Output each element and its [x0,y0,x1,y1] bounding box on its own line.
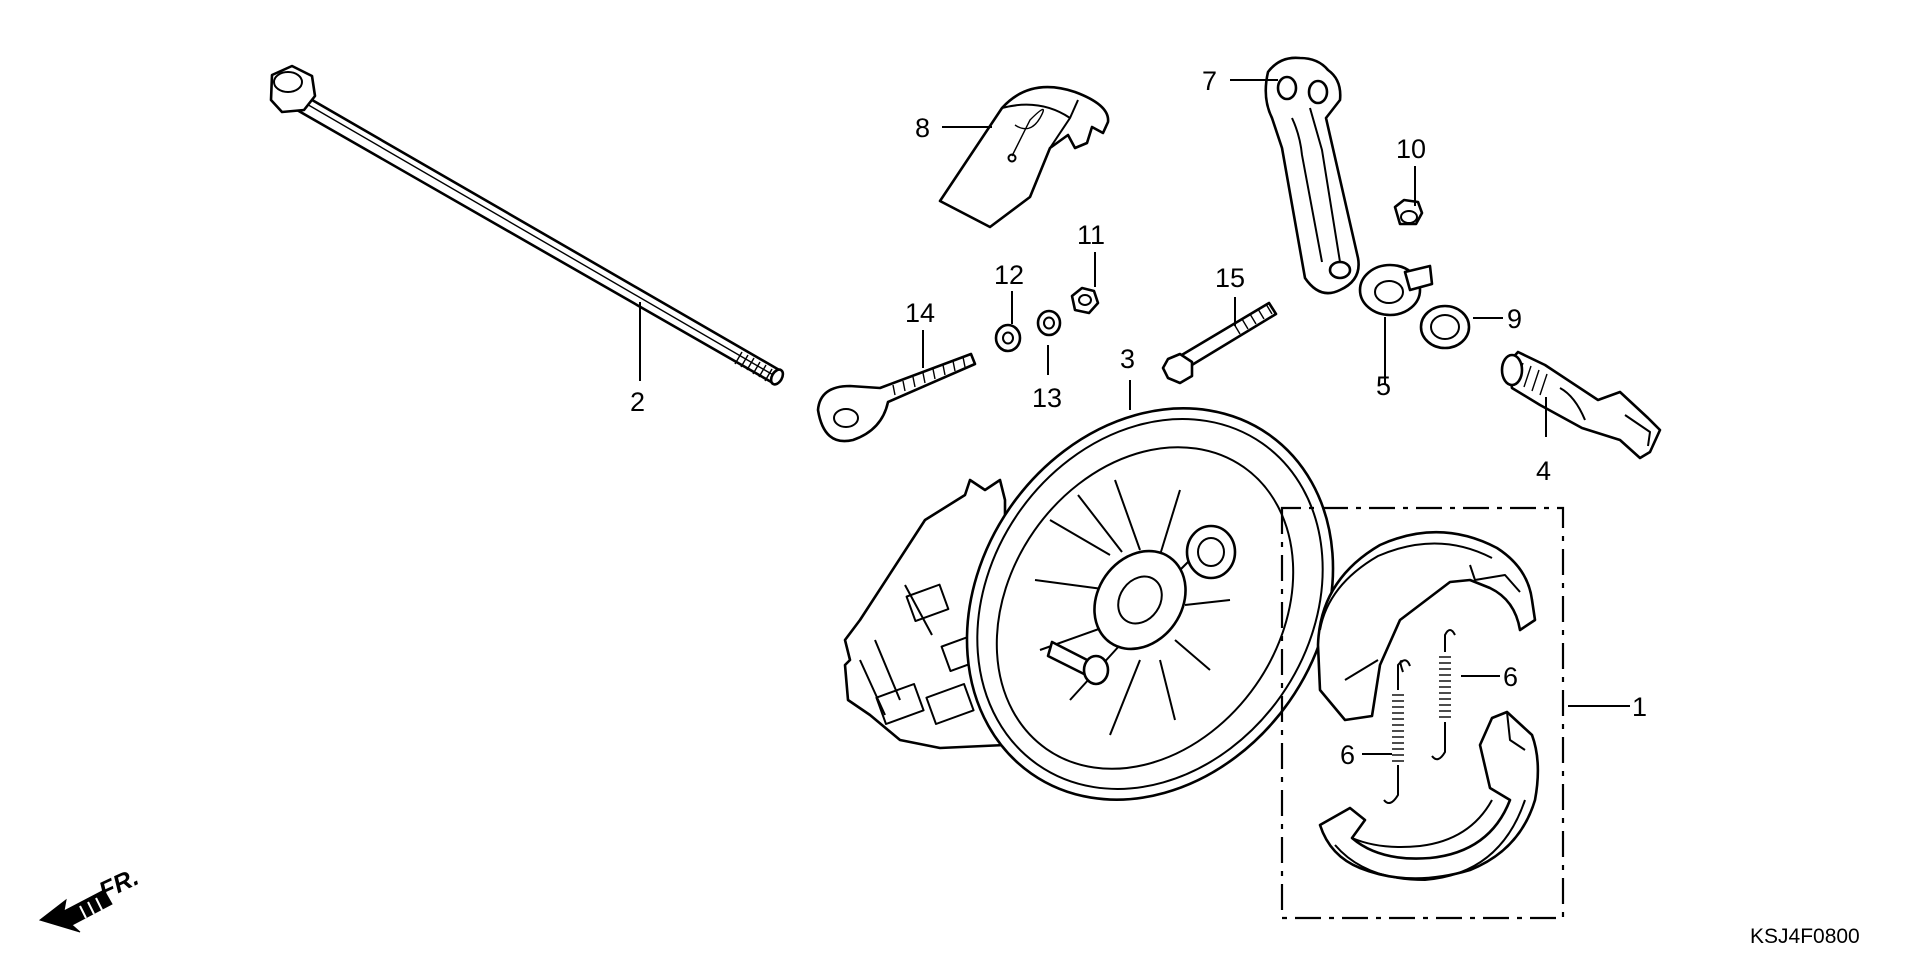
callout-12: 12 [994,260,1024,290]
bolt-15-part [1161,301,1278,385]
seal-part [1419,304,1471,350]
spring-right-part [1431,629,1456,761]
callout-3: 3 [1120,344,1135,374]
callout-13: 13 [1032,383,1062,413]
callout-5: 5 [1376,371,1391,401]
front-arrow-icon [38,889,113,933]
callout-9: 9 [1507,304,1522,334]
callout-8: 8 [915,113,930,143]
brake-panel-part [843,407,1335,801]
nut-10-part [1393,198,1424,226]
axle-part [269,64,785,386]
callout-14: 14 [905,298,935,328]
callout-10: 10 [1396,134,1426,164]
callout-4: 4 [1536,456,1551,486]
callout-6-upper: 6 [1503,662,1518,692]
lock-washer-13-part [1036,309,1062,337]
callout-11: 11 [1077,220,1105,250]
upper-shoe-part [1316,530,1537,722]
indicator-plate-part [1358,263,1434,317]
callout-6-lower: 6 [1340,740,1355,770]
leader-lines [639,79,1630,755]
lower-shoe-part [1318,710,1540,881]
callout-15: 15 [1215,263,1245,293]
cam-part [1500,350,1662,460]
arm-part [1264,56,1360,295]
callout-1: 1 [1632,692,1647,722]
adjuster-part [816,352,977,443]
shoe-kit-box [1280,506,1565,920]
washer-12-part [994,323,1022,353]
spring-left-part [1383,659,1411,805]
nut-11-part [1070,286,1100,315]
callout-7: 7 [1202,66,1217,96]
cover-part [938,85,1110,229]
callout-2: 2 [630,387,645,417]
diagram-code: KSJ4F0800 [1750,925,1860,948]
